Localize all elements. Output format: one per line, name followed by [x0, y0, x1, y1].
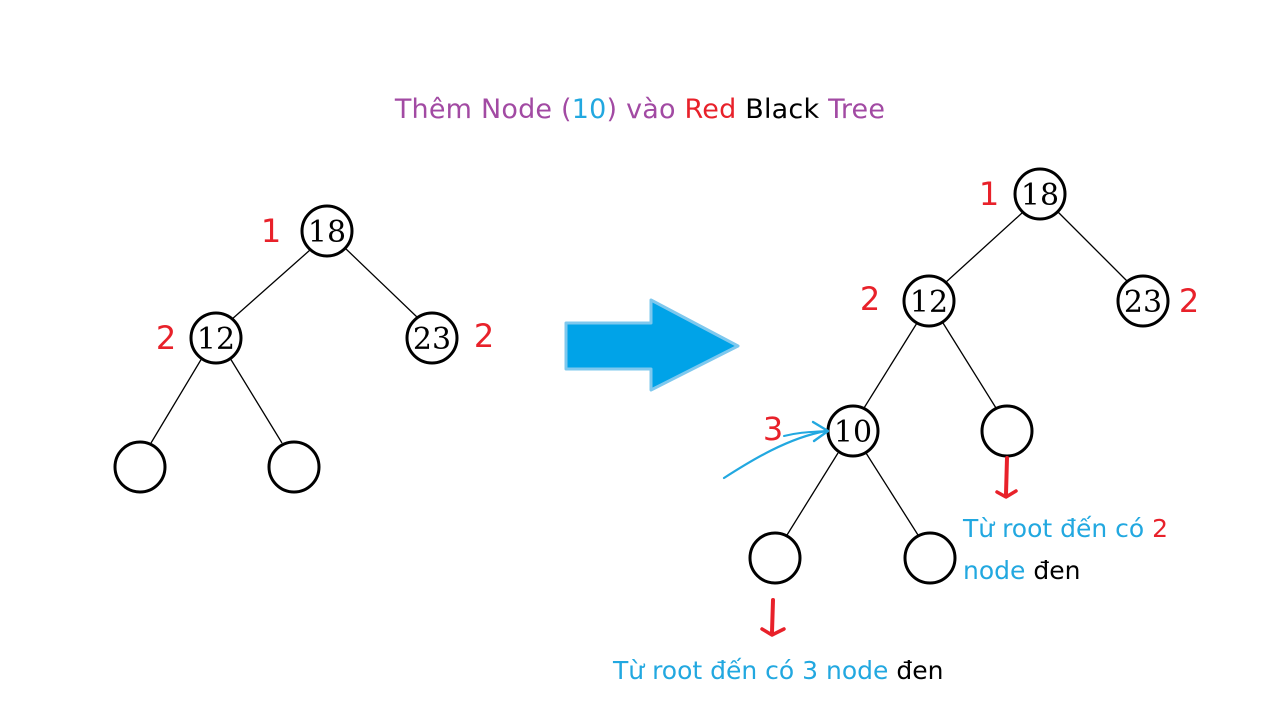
- after-count-right: 2: [1179, 282, 1199, 320]
- tree-before: 18 12 23 1 2 2: [113, 204, 494, 494]
- note-three-part2: node: [826, 656, 889, 685]
- note-two-black-nodes: Từ root đến có 2 node đen: [963, 508, 1168, 592]
- note-two-part3: đen: [1033, 556, 1081, 585]
- pointer-arrow-icon: [722, 420, 830, 480]
- edge-after-left-new: [863, 322, 918, 409]
- before-node-left-label: 12: [197, 322, 235, 357]
- after-count-root: 1: [979, 175, 999, 213]
- edge-after-root-right: [1057, 211, 1129, 283]
- before-node-root: [300, 204, 354, 258]
- before-node-right-label: 23: [413, 322, 451, 357]
- title-word-node: Node: [480, 94, 553, 125]
- before-nil-leaf-1: [113, 440, 167, 494]
- after-count-left: 2: [860, 280, 880, 318]
- edge-after-left-nil: [942, 322, 997, 409]
- edge-before-left-nil2: [229, 357, 283, 444]
- red-down-arrow-icon-right: [995, 456, 1018, 499]
- edge-before-root-left: [230, 249, 311, 321]
- before-count-root: 1: [261, 212, 281, 250]
- before-nil-leaf-2: [267, 440, 321, 494]
- edge-after-new-nil1: [786, 452, 839, 536]
- edge-before-left-nil1: [150, 357, 203, 444]
- title-word-vao: vào: [626, 94, 676, 125]
- note-two-part2: node: [963, 556, 1026, 585]
- note-three-black-nodes: Từ root đến có 3 node đen: [613, 650, 943, 692]
- title-paren-open: (: [561, 94, 572, 125]
- title-word-red: Red: [684, 94, 737, 125]
- red-down-arrow-icon-bottom: [760, 598, 786, 637]
- tree-after: 18 12 23 10 1 2 2 3: [748, 167, 1199, 585]
- title-word-them: Thêm: [394, 94, 473, 125]
- after-nil-leaf-1: [748, 531, 802, 585]
- before-count-right: 2: [474, 317, 494, 355]
- title-word-tree: Tree: [828, 94, 886, 125]
- before-count-left: 2: [156, 319, 176, 357]
- before-node-left: [189, 311, 243, 365]
- after-node-left: [902, 274, 956, 328]
- after-count-new: 3: [763, 410, 783, 448]
- before-node-root-label: 18: [308, 215, 346, 250]
- after-node-right-label: 23: [1124, 285, 1162, 320]
- after-node-root: [1013, 167, 1067, 221]
- note-three-part1: Từ root đến có: [613, 656, 795, 685]
- note-two-part1: Từ root đến có: [963, 514, 1145, 543]
- after-node-root-label: 18: [1021, 178, 1059, 213]
- edge-after-root-left: [944, 212, 1023, 284]
- title-word-black: Black: [745, 94, 820, 125]
- edge-before-root-right: [344, 247, 419, 319]
- after-nil-leaf-right: [980, 404, 1034, 458]
- slide-title: Thêm Node (10) vào Red Black Tree: [0, 94, 1280, 125]
- note-three-part3: đen: [896, 656, 944, 685]
- after-node-left-label: 12: [910, 285, 948, 320]
- transform-arrow-icon: [564, 298, 740, 392]
- edge-after-new-nil2: [865, 452, 919, 536]
- after-node-right: [1116, 274, 1170, 328]
- title-value: 10: [571, 94, 607, 125]
- after-nil-leaf-2: [903, 531, 957, 585]
- note-two-number: 2: [1152, 514, 1169, 543]
- note-three-number: 3: [802, 656, 819, 685]
- before-node-right: [405, 311, 459, 365]
- title-paren-close: ): [606, 94, 618, 125]
- after-node-new-label: 10: [834, 415, 872, 450]
